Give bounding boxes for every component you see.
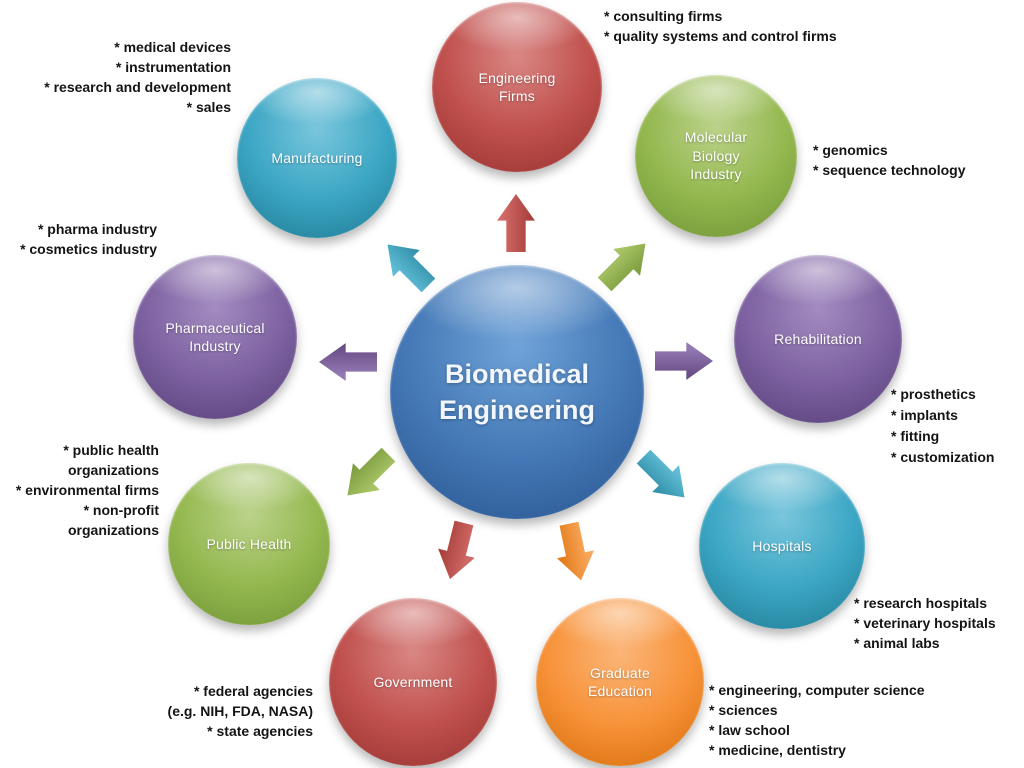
node-manufacturing: Manufacturing [237, 78, 397, 238]
node-label-manufacturing: Manufacturing [271, 149, 363, 166]
node-engineering-firms: Engineering Firms [432, 2, 602, 172]
bullet-line: organizations [67, 462, 159, 478]
bullet-line: (e.g. NIH, FDA, NASA) [167, 703, 313, 719]
bullet-line: * animal labs [854, 635, 940, 651]
bullet-line: * environmental firms [15, 482, 159, 498]
bullets-rehabilitation: * prosthetics * implants * fitting * cus… [891, 384, 994, 468]
node-graduate-education: Graduate Education [536, 598, 704, 766]
node-label-public-health: Public Health [206, 535, 292, 552]
node-pharmaceutical: Pharmaceutical Industry [133, 255, 297, 419]
arrow-to-hospitals [629, 442, 700, 513]
arrow-to-engineering-firms [495, 194, 537, 252]
arrow-to-pharmaceutical [319, 341, 377, 383]
bullet-line: * medical devices [114, 39, 231, 55]
arrow-to-government [430, 518, 485, 584]
bullet-line: * sales [186, 99, 231, 115]
arrow-to-manufacturing [373, 230, 444, 301]
bullets-engineering-firms: * consulting firms * quality systems and… [604, 6, 837, 46]
bullet-line: * cosmetics industry [20, 241, 157, 257]
node-label-molecular-biology: Molecular Biology Industry [684, 129, 748, 183]
center-title: Biomedical Engineering [438, 358, 595, 425]
bullet-line: * fitting [891, 428, 940, 444]
node-label-graduate-education: Graduate Education [587, 664, 653, 699]
node-label-government: Government [373, 673, 453, 690]
bullet-line: * pharma industry [37, 221, 157, 237]
arrow-to-rehabilitation [655, 342, 713, 380]
node-rehabilitation: Rehabilitation [734, 255, 902, 423]
bullets-molecular-biology: * genomics * sequence technology [813, 140, 965, 180]
bullet-line: * law school [709, 722, 790, 738]
bullet-line: * engineering, computer science [709, 682, 925, 698]
bullet-line: organizations [67, 522, 159, 538]
bullet-line: * prosthetics [891, 386, 976, 402]
bullet-line: * sciences [709, 702, 778, 718]
bullet-line: * consulting firms [604, 8, 723, 24]
arrow-to-molecular-biology [590, 229, 661, 300]
bullet-line: * veterinary hospitals [854, 615, 996, 631]
arrow-to-public-health [333, 440, 404, 511]
bullet-line: * research hospitals [854, 595, 988, 611]
node-hospitals: Hospitals [699, 463, 865, 629]
node-label-rehabilitation: Rehabilitation [774, 330, 862, 347]
bullet-line: * sequence technology [813, 162, 966, 178]
node-molecular-biology: Molecular Biology Industry [635, 75, 797, 237]
bullet-line: * non-profit [83, 502, 159, 518]
bullet-line: * public health [63, 442, 159, 458]
bullet-line: * state agencies [207, 723, 313, 739]
node-label-hospitals: Hospitals [752, 537, 812, 554]
bullet-line: * genomics [813, 142, 888, 158]
bullet-line: * implants [891, 407, 958, 423]
bullets-hospitals: * research hospitals * veterinary hospit… [854, 593, 996, 653]
bullet-line: * customization [891, 449, 995, 465]
node-government: Government [329, 598, 497, 766]
bullet-line: * instrumentation [115, 59, 231, 75]
bullets-pharmaceutical: * pharma industry * cosmetics industry [20, 219, 157, 259]
node-label-engineering-firms: Engineering Firms [478, 69, 556, 104]
bullet-line: * medicine, dentistry [709, 742, 846, 758]
bullets-government: * federal agencies (e.g. NIH, FDA, NASA)… [168, 681, 313, 741]
bullets-public-health: * public health organizations * environm… [16, 440, 159, 540]
node-label-pharmaceutical: Pharmaceutical Industry [165, 319, 265, 354]
arrow-to-graduate-education [548, 519, 601, 584]
bullet-line: * federal agencies [193, 683, 313, 699]
node-public-health: Public Health [168, 463, 330, 625]
node-biomedical-engineering-center: Biomedical Engineering [390, 265, 644, 519]
bullet-line: * research and development [44, 79, 231, 95]
bullet-line: * quality systems and control firms [604, 28, 837, 44]
bullets-manufacturing: * medical devices * instrumentation * re… [44, 37, 231, 117]
bullets-graduate-education: * engineering, computer science * scienc… [709, 680, 925, 760]
